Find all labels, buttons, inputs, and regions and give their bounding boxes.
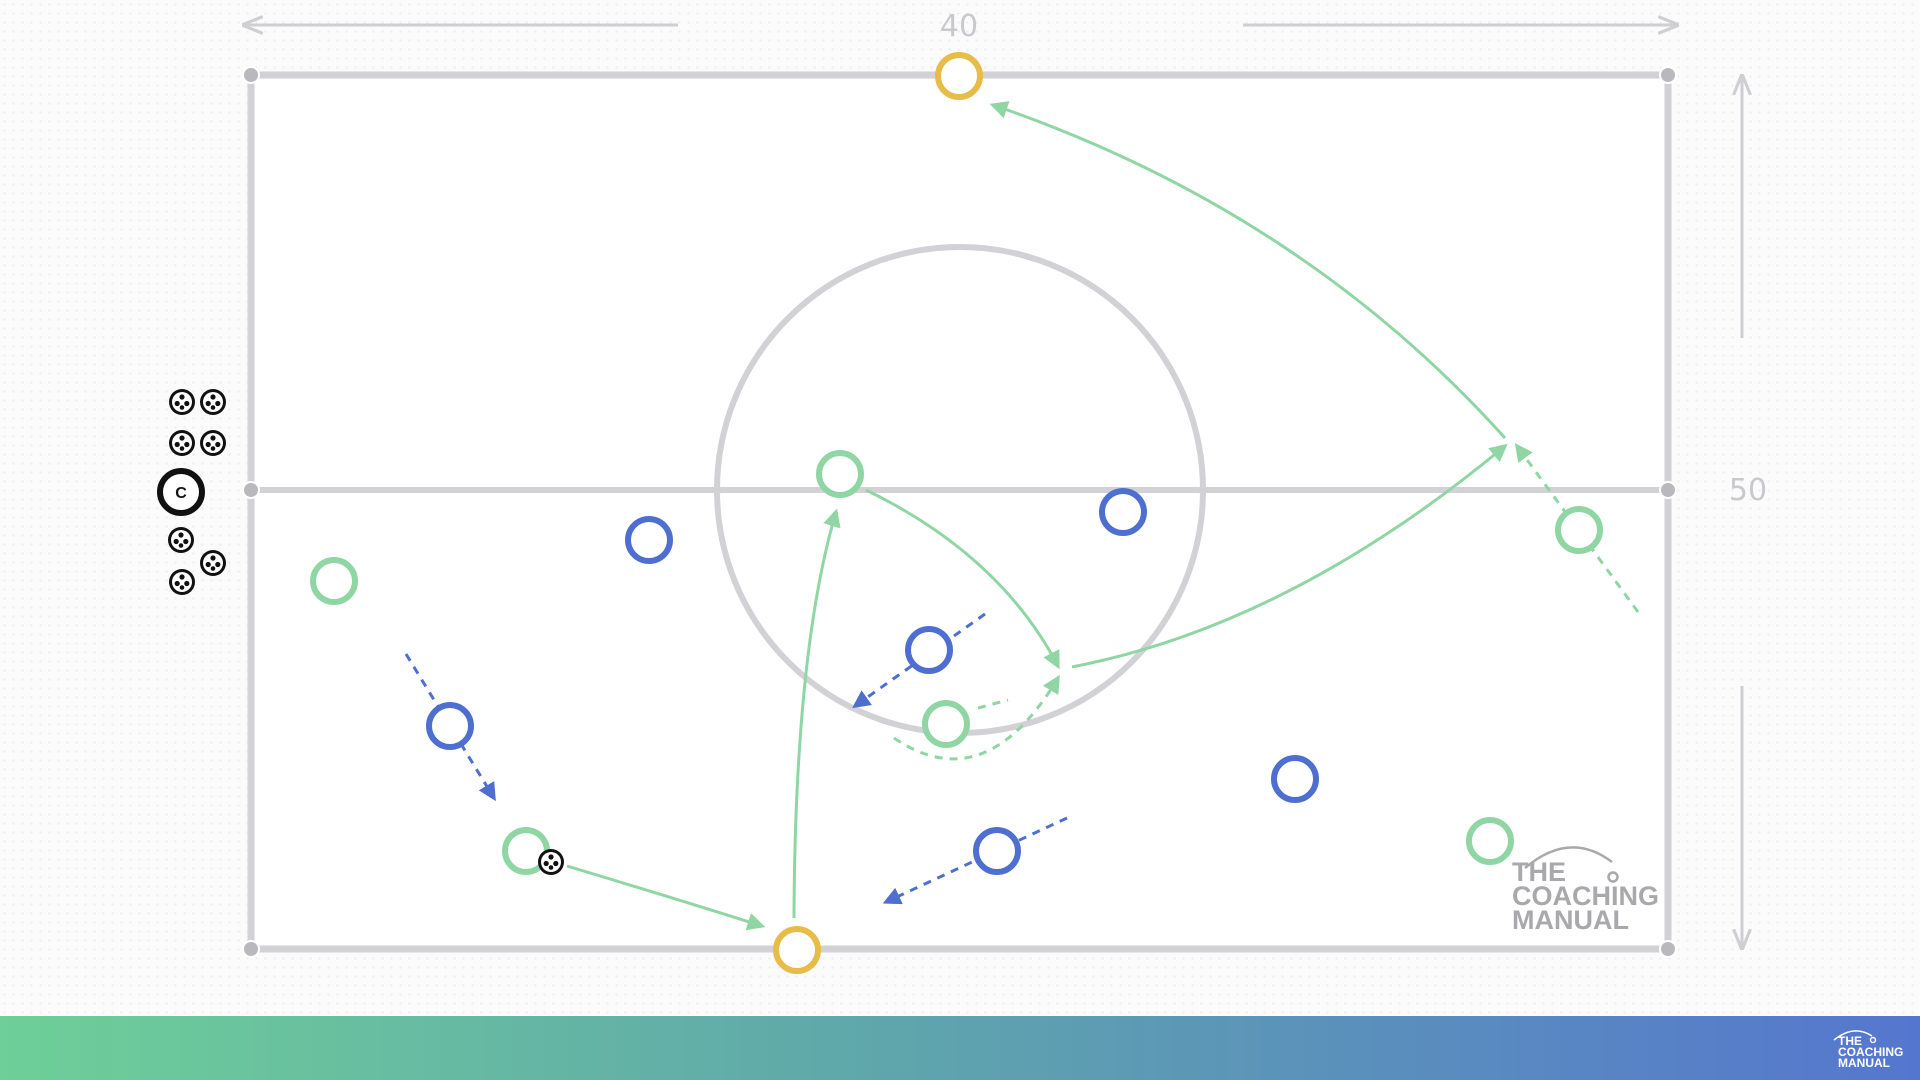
blue-team: [426, 488, 1319, 875]
pass-arrow: [792, 508, 841, 919]
green-player: [310, 557, 358, 605]
corner-marker: [242, 66, 260, 84]
footer-logo-line2: COACHING: [1838, 1045, 1904, 1059]
green-player: [1555, 506, 1603, 554]
ball-icon: [200, 550, 226, 576]
width-label: 40: [940, 9, 978, 44]
watermark-line1: THE: [1512, 857, 1566, 887]
corner-marker: [242, 940, 260, 958]
green-team: [310, 450, 1603, 875]
ball-icon: [169, 389, 195, 415]
dimension-width: 40: [246, 9, 1675, 44]
blue-player: [973, 827, 1021, 875]
run-arrow: [977, 698, 1009, 710]
ball-icon: [169, 569, 195, 595]
pass-arrow: [566, 864, 766, 931]
corner-marker: [1659, 940, 1677, 958]
halfway-marker: [242, 481, 260, 499]
run-arrow: [893, 674, 1060, 761]
green-player: [1466, 817, 1514, 865]
run-arrow: [882, 816, 1068, 905]
run-arrow: [1514, 443, 1640, 613]
drill-diagram: 40 50: [157, 9, 1767, 974]
coach-label: C: [175, 485, 187, 502]
logo-arc-icon: [1524, 846, 1613, 869]
footer-logo-line1: THE: [1838, 1034, 1862, 1048]
footer-bar: THE COACHING MANUAL: [0, 1016, 1920, 1080]
ball-icon: [169, 430, 195, 456]
neutral-player: [773, 926, 821, 974]
blue-player: [905, 626, 953, 674]
blue-player: [625, 516, 673, 564]
neutral-players: [773, 52, 983, 974]
watermark-line3: MANUAL: [1512, 905, 1629, 935]
watermark-line2: COACHING: [1512, 881, 1659, 911]
run-arrow: [404, 653, 496, 802]
green-player: [816, 450, 864, 498]
pass-arrow: [989, 101, 1507, 440]
dimension-height: 50: [1729, 78, 1767, 946]
watermark-logo: THE COACHING MANUAL: [1512, 846, 1659, 935]
ball-icon: [200, 430, 226, 456]
neutral-player: [935, 52, 983, 100]
ball-icon: [168, 527, 194, 553]
logo-arc-icon: [1833, 1030, 1877, 1044]
ball-icon: [200, 389, 226, 415]
pitch: [242, 66, 1677, 958]
blue-player: [1099, 488, 1147, 536]
pass-arrows: [566, 101, 1508, 931]
footer-logo-line3: MANUAL: [1838, 1056, 1890, 1070]
pass-arrow: [1071, 443, 1508, 669]
corner-marker: [1659, 66, 1677, 84]
blue-player: [1271, 755, 1319, 803]
coach-marker: C: [157, 468, 205, 516]
green-player: [922, 700, 970, 748]
footer-logo: THE COACHING MANUAL: [1826, 1026, 1910, 1074]
ball-in-play: [538, 849, 564, 875]
blue-player: [426, 702, 474, 750]
pass-arrow: [865, 488, 1060, 670]
halfway-marker: [1659, 481, 1677, 499]
height-label: 50: [1729, 473, 1767, 508]
